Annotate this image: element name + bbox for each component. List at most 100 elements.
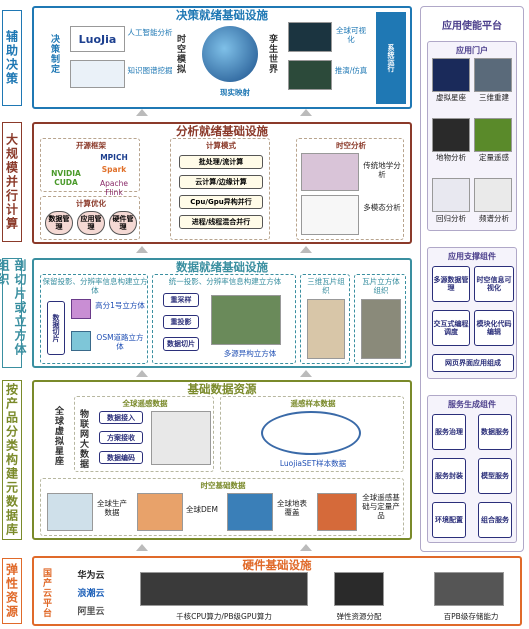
hardware-elastic: 弹性资源分配 xyxy=(336,612,382,621)
portal-item-1: 三维重建 xyxy=(479,93,509,102)
services-box: 服务生成组件 服务治理 数据服务 服务封装 模型服务 环境配置 组合服务 xyxy=(427,395,517,543)
arrow-up-7 xyxy=(136,544,148,551)
app-platform-panel: 应用使能平台 应用门户 虚拟星座 三维重建 地物分析 定量遥感 回归分析 频谱分… xyxy=(420,6,524,552)
cloud-huawei: 华为云 xyxy=(77,571,105,581)
sources-box: 全球遥感数据 物联网大数据 数据接入 方案接收 数据编码 xyxy=(74,396,214,472)
service-5: 组合服务 xyxy=(478,502,512,538)
cloud-ali: 阿里云 xyxy=(77,607,105,617)
decision-left-label: 决策制定 xyxy=(49,34,59,74)
hardware-layer: 硬件基础设施 国产云平台 华为云 浪潮云 阿里云 千核CPU算力/PB级GPU算… xyxy=(32,556,522,626)
portal-box: 应用门户 虚拟星座 三维重建 地物分析 定量遥感 回归分析 频谱分析 xyxy=(427,41,517,231)
mode-0: 批处理/流计算 xyxy=(179,155,263,169)
arrow-up-8 xyxy=(300,544,312,551)
decision-mapping: 现实映射 xyxy=(220,88,250,97)
arrow-up-6 xyxy=(300,370,312,377)
service-1: 数据服务 xyxy=(478,414,512,450)
map-1 xyxy=(47,493,93,531)
arrow-up-5 xyxy=(136,370,148,377)
decision-twin-label: 孪生世界 xyxy=(267,34,277,74)
satellite-images xyxy=(151,411,211,465)
luojiaset-diagram xyxy=(261,411,361,455)
portal-item-5: 频谱分析 xyxy=(479,214,509,223)
col2-slice: 数据切片 xyxy=(163,337,199,351)
pipeline-2: 数据编码 xyxy=(99,451,143,464)
spatial-basic-box: 时空基础数据 全球生产数据 全球DEM 全球地表覆盖 全球遥感基础与定量产品 xyxy=(40,478,404,536)
compute-modes-box: 计算模式 批处理/流计算 云计算/边缘计算 Cpu/Gpu异构并行 进程/线程混… xyxy=(170,138,270,240)
decision-spacetime-label: 时空模拟 xyxy=(175,34,185,74)
knowledge-graph-image xyxy=(70,60,125,88)
spatial-item-0: 传统地学分析 xyxy=(363,161,401,179)
perf-item-1: 应用管理 xyxy=(77,211,105,235)
elastic-image xyxy=(334,572,384,606)
tile-cube-image xyxy=(361,299,401,359)
map-4 xyxy=(317,493,357,531)
map-3 xyxy=(227,493,273,531)
hardware-title: 硬件基础设施 xyxy=(242,558,312,572)
sources-title: 全球遥感数据 xyxy=(122,399,168,408)
support-title: 应用支撑组件 xyxy=(448,252,496,261)
spatial-basic-title: 时空基础数据 xyxy=(200,481,246,490)
perf-box: 计算优化 数据管理 应用管理 硬件管理 xyxy=(40,196,140,240)
decision-item-kg: 知识图谱挖掘 xyxy=(127,66,173,75)
basic-data-layer: 基础数据资源 全球虚拟星座 全球遥感数据 物联网大数据 数据接入 方案接收 数据… xyxy=(32,380,412,540)
col3-box: 三维瓦片组织 xyxy=(300,274,350,364)
hardware-storage: 百PB级存储能力 xyxy=(443,612,499,621)
service-4: 环境配置 xyxy=(432,502,466,538)
sample-box: 遥感样本数据 LuojiaSET样本数据 xyxy=(220,396,404,472)
sample-title: 遥感样本数据 xyxy=(290,399,336,408)
col1-osm: OSM道路立方体 xyxy=(96,333,144,351)
support-box: 应用支撑组件 多源数据管理 时空信息可视化 交互式编程调度 模块化代码编辑 网页… xyxy=(427,247,517,379)
perf-title: 计算优化 xyxy=(76,199,106,208)
side-label-decision: 辅助决策 xyxy=(2,10,22,106)
side-label-elastic: 弹性资源 xyxy=(2,558,22,624)
spatial-image-2 xyxy=(301,195,359,235)
app-platform-title: 应用使能平台 xyxy=(442,21,502,32)
support-3: 模块化代码编辑 xyxy=(474,310,514,346)
visual-image-1 xyxy=(288,22,332,52)
analysis-title: 分析就绪基础设施 xyxy=(176,124,268,138)
service-0: 服务治理 xyxy=(432,414,466,450)
portal-img-1 xyxy=(474,58,512,92)
open-source-box: 开源框架 MPICH Spark NVIDIA CUDA Apache Flin… xyxy=(40,138,140,197)
service-2: 服务封装 xyxy=(432,458,466,494)
mode-2: Cpu/Gpu异构并行 xyxy=(179,195,263,209)
portal-item-4: 回归分析 xyxy=(436,214,466,223)
global-virtual-label: 全球虚拟星座 xyxy=(53,406,63,466)
portal-img-5 xyxy=(474,178,512,212)
col2-title: 统一投影、分辨率信息构建立方体 xyxy=(168,277,282,286)
col1-slice: 数据切片 xyxy=(47,301,65,355)
services-title: 服务生成组件 xyxy=(448,400,496,409)
col4-title: 瓦片立方体组织 xyxy=(362,277,400,295)
open-source-title: 开源框架 xyxy=(76,141,106,150)
side-label-catalog: 按产品分类构建元数据库 xyxy=(2,380,22,540)
tool-flink: Apache Flink xyxy=(100,179,128,197)
col2-reproject: 重投影 xyxy=(163,315,199,329)
luojia-logo: LuoJia xyxy=(70,26,125,52)
server-rack-image xyxy=(140,572,308,606)
data-ready-title: 数据就绪基础设施 xyxy=(176,260,268,274)
storage-image xyxy=(434,572,504,606)
service-3: 模型服务 xyxy=(478,458,512,494)
spatial-item-1: 多模态分析 xyxy=(363,203,401,212)
portal-img-0 xyxy=(432,58,470,92)
arrow-up-2 xyxy=(300,109,312,116)
arrow-up-3 xyxy=(136,246,148,253)
mode-3: 进程/线程混合并行 xyxy=(179,215,263,229)
compute-modes-title: 计算模式 xyxy=(206,141,236,150)
portal-item-2: 地物分析 xyxy=(436,153,466,162)
portal-img-3 xyxy=(474,118,512,152)
portal-item-0: 虚拟星座 xyxy=(436,93,466,102)
decision-layer: 决策就绪基础设施 决策制定 LuoJia 人工智能分析 知识图谱挖掘 时空模拟 … xyxy=(32,6,412,109)
map-2 xyxy=(137,493,183,531)
cloud-inspur: 浪潮云 xyxy=(77,589,105,599)
spatial-basic-2: 全球地表覆盖 xyxy=(277,499,307,517)
spatial-title: 时空分析 xyxy=(336,141,366,150)
cube-osm xyxy=(71,331,91,351)
col1-gf1: 高分1号立方体 xyxy=(95,301,145,310)
support-1: 时空信息可视化 xyxy=(474,266,514,302)
decision-item-ai: 人工智能分析 xyxy=(127,28,173,37)
cube-gf1 xyxy=(71,299,91,319)
mode-1: 云计算/边缘计算 xyxy=(179,175,263,189)
arrow-up-1 xyxy=(136,109,148,116)
col1-title: 保留投影、分辨率信息构建立方体 xyxy=(42,277,148,295)
